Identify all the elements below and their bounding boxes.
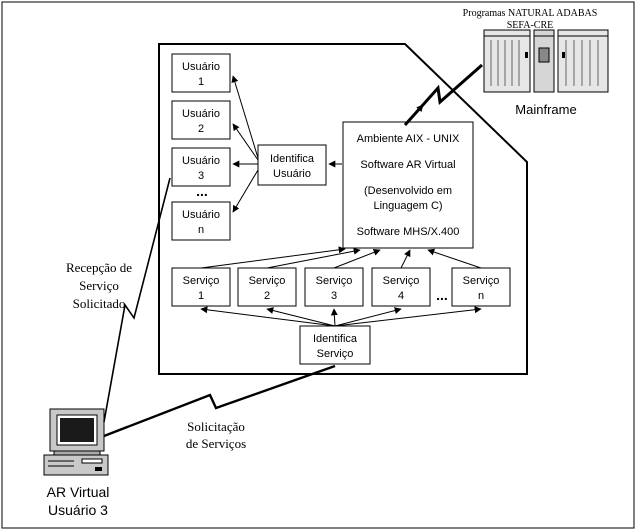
mainframe-icon (483, 29, 609, 93)
service-box-1: Serviço 1 (171, 267, 231, 307)
service-box-4: Serviço 4 (371, 267, 431, 307)
user-box-3: Usuário 3 (171, 147, 231, 187)
recepcao-label-line1: Recepção de (66, 260, 132, 275)
service-box-n: Serviço n (451, 267, 511, 307)
terminal-label-line2: Usuário 3 (48, 502, 108, 518)
recepcao-label-line3: Solicitado (73, 296, 126, 311)
central-box-line5: Software MHS/X.400 (357, 226, 460, 238)
service-box-label: Serviço (316, 275, 353, 287)
identifica-usuario-line2: Usuário (273, 168, 311, 180)
service-box-label: Serviço (249, 275, 286, 287)
service-box-label: Serviço (383, 275, 420, 287)
service-box-label: Serviço (183, 275, 220, 287)
service-box-2: Serviço 2 (237, 267, 297, 307)
user-box-2: Usuário 2 (171, 100, 231, 140)
identifica-usuario-line1: Identifica (270, 153, 315, 165)
identifica-servico-line2: Serviço (317, 348, 354, 360)
user-box-number: 1 (198, 76, 204, 88)
service-box-number: n (478, 290, 484, 302)
central-box-line1: Ambiente AIX - UNIX (357, 133, 460, 145)
computer-terminal-icon (43, 408, 109, 476)
user-box-label: Usuário (182, 155, 220, 167)
mainframe-label: Mainframe (515, 102, 576, 117)
central-box-line4: Linguagem C) (373, 200, 442, 212)
users-ellipsis: ... (196, 183, 208, 199)
recepcao-label-line2: Serviço (79, 278, 119, 293)
services-ellipsis: ... (436, 287, 448, 303)
mainframe-programs-line1: Programas NATURAL ADABAS (463, 8, 598, 19)
user-box-number: 3 (198, 170, 204, 182)
solicitacao-label-line1: Solicitação (187, 419, 245, 434)
solicitacao-label-line2: de Serviços (186, 436, 246, 451)
identifica-usuario-box: Identifica Usuário (257, 144, 327, 186)
identifica-servico-arrows (200, 306, 482, 327)
user-arrows (231, 75, 259, 213)
identifica-servico-box: Identifica Serviço (299, 325, 371, 365)
identifica-servico-line1: Identifica (313, 333, 358, 345)
service-box-number: 1 (198, 290, 204, 302)
user-box-number: n (198, 224, 204, 236)
service-box-3: Serviço 3 (304, 267, 364, 307)
user-box-n: Usuário n (171, 201, 231, 241)
service-box-number: 3 (331, 290, 337, 302)
user-box-label: Usuário (182, 108, 220, 120)
service-box-label: Serviço (463, 275, 500, 287)
service-to-central-arrows (200, 246, 482, 269)
request-lightning-link (103, 364, 336, 438)
central-box: Ambiente AIX - UNIX Software AR Virtual … (342, 121, 474, 249)
terminal-label-line1: AR Virtual (47, 484, 110, 500)
user-box-label: Usuário (182, 209, 220, 221)
user-box-label: Usuário (182, 61, 220, 73)
reception-lightning-link (103, 177, 171, 423)
mainframe-programs-line2: SEFA-CRE (507, 20, 554, 31)
service-box-number: 2 (264, 290, 270, 302)
mainframe-lightning-link (403, 63, 483, 126)
user-box-number: 2 (198, 123, 204, 135)
service-box-number: 4 (398, 290, 404, 302)
central-box-line2: Software AR Virtual (360, 159, 455, 171)
central-box-line3: (Desenvolvido em (364, 185, 452, 197)
user-box-1: Usuário 1 (171, 53, 231, 93)
